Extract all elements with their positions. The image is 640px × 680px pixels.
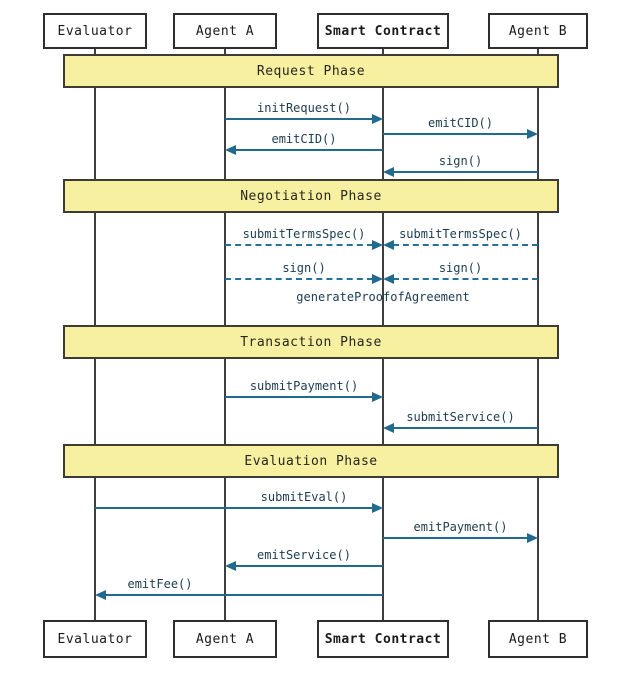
actor-label-evaluator-bottom: Evaluator bbox=[57, 631, 133, 647]
message-line-submit-eval bbox=[95, 507, 373, 509]
message-label-emit-fee: emitFee() bbox=[127, 577, 193, 591]
message-line-submit-payment bbox=[225, 396, 373, 398]
arrow-head-sign-request-agent-b bbox=[383, 167, 394, 177]
phase-band-transaction: Transaction Phase bbox=[63, 325, 559, 359]
message-line-sign-negotiation-agent-a bbox=[225, 278, 373, 280]
arrow-head-submit-terms-spec-agent-b bbox=[383, 240, 394, 250]
message-line-sign-request-agent-b bbox=[393, 171, 538, 173]
message-label-emit-service: emitService() bbox=[257, 548, 351, 562]
message-line-init-request bbox=[225, 118, 373, 120]
message-line-emit-cid-to-agent-a bbox=[235, 149, 383, 151]
message-line-submit-service bbox=[393, 427, 538, 429]
arrow-head-emit-fee bbox=[95, 590, 106, 600]
message-label-emit-cid-to-agent-b: emitCID() bbox=[427, 116, 494, 130]
actor-label-agent-b-bottom: Agent B bbox=[508, 631, 568, 647]
message-label-submit-eval: submitEval() bbox=[260, 490, 348, 504]
arrow-head-submit-terms-spec-agent-a bbox=[372, 240, 383, 250]
message-line-submit-terms-spec-agent-a bbox=[225, 244, 373, 246]
message-label-submit-terms-spec-agent-b: submitTermsSpec() bbox=[399, 227, 522, 241]
actor-label-smart-contract-top: Smart Contract bbox=[324, 23, 442, 39]
phase-band-request: Request Phase bbox=[63, 54, 559, 88]
phase-band-label-negotiation: Negotiation Phase bbox=[240, 188, 382, 204]
message-line-emit-service bbox=[235, 565, 383, 567]
phase-band-evaluation: Evaluation Phase bbox=[63, 444, 559, 478]
phase-band-label-evaluation: Evaluation Phase bbox=[244, 453, 378, 469]
arrow-head-init-request bbox=[372, 114, 383, 124]
actor-label-agent-a-top: Agent A bbox=[195, 23, 255, 39]
phase-band-label-request: Request Phase bbox=[256, 63, 366, 79]
actor-box-agent-a-bottom: Agent A bbox=[173, 620, 277, 658]
message-label-emit-cid-to-agent-a: emitCID() bbox=[271, 132, 337, 146]
arrow-head-submit-eval bbox=[372, 503, 383, 513]
message-label-sign-negotiation-agent-a: sign() bbox=[282, 261, 326, 275]
message-line-submit-terms-spec-agent-b bbox=[393, 244, 538, 246]
actor-label-smart-contract-bottom: Smart Contract bbox=[324, 631, 442, 647]
arrow-head-submit-payment bbox=[372, 392, 383, 402]
arrow-head-emit-cid-to-agent-b bbox=[527, 129, 538, 139]
arrow-head-submit-service bbox=[383, 423, 394, 433]
actor-box-evaluator-bottom: Evaluator bbox=[43, 620, 147, 658]
actor-label-evaluator-top: Evaluator bbox=[57, 23, 133, 39]
message-label-init-request: initRequest() bbox=[257, 101, 351, 115]
message-line-emit-cid-to-agent-b bbox=[383, 133, 528, 135]
actor-label-agent-b-top: Agent B bbox=[508, 23, 568, 39]
phase-band-label-transaction: Transaction Phase bbox=[240, 334, 382, 350]
message-label-submit-service: submitService() bbox=[406, 410, 515, 424]
actor-box-smart-contract-bottom: Smart Contract bbox=[317, 620, 449, 658]
arrow-head-emit-payment bbox=[527, 533, 538, 543]
actor-box-agent-a-top: Agent A bbox=[173, 13, 277, 49]
message-label-submit-payment: submitPayment() bbox=[249, 379, 359, 393]
arrow-head-sign-negotiation-agent-a bbox=[372, 274, 383, 284]
arrow-head-emit-cid-to-agent-a bbox=[225, 145, 236, 155]
message-label-generate-proof-of-agreement: generateProofofAgreement bbox=[296, 290, 470, 304]
message-label-sign-negotiation-agent-b: sign() bbox=[438, 261, 483, 275]
message-line-sign-negotiation-agent-b bbox=[393, 278, 538, 280]
message-line-emit-payment bbox=[383, 537, 528, 539]
actor-box-evaluator-top: Evaluator bbox=[43, 13, 147, 49]
actor-box-agent-b-top: Agent B bbox=[488, 13, 588, 49]
actor-label-agent-a-bottom: Agent A bbox=[195, 631, 255, 647]
message-line-emit-fee bbox=[105, 594, 383, 596]
arrow-head-sign-negotiation-agent-b bbox=[383, 274, 394, 284]
message-label-sign-request-agent-b: sign() bbox=[438, 154, 483, 168]
phase-band-negotiation: Negotiation Phase bbox=[63, 179, 559, 213]
arrow-head-emit-service bbox=[225, 561, 236, 571]
message-label-submit-terms-spec-agent-a: submitTermsSpec() bbox=[242, 227, 366, 241]
actor-box-smart-contract-top: Smart Contract bbox=[317, 13, 449, 49]
actor-box-agent-b-bottom: Agent B bbox=[488, 620, 588, 658]
message-label-emit-payment: emitPayment() bbox=[413, 520, 508, 534]
